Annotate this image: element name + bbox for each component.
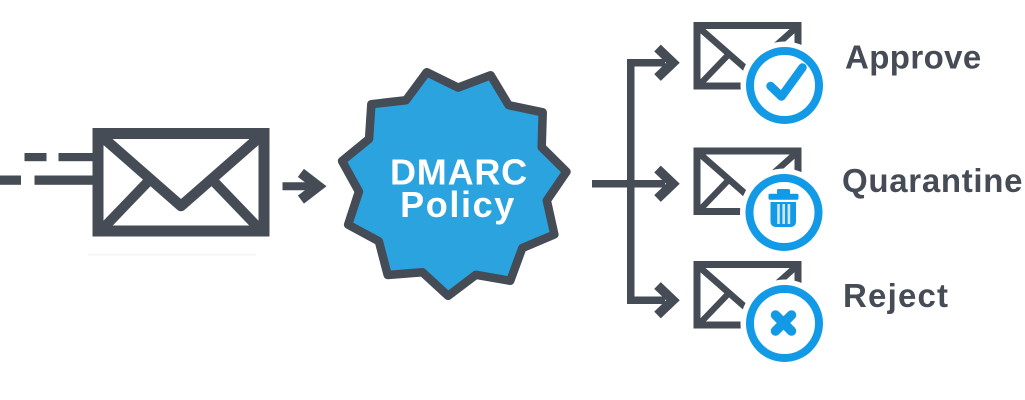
svg-text:Reject: Reject [843,277,949,314]
svg-text:Policy: Policy [400,184,516,225]
svg-text:Quarantine: Quarantine [842,162,1023,199]
svg-text:DMARC: DMARC [390,152,528,193]
svg-text:Approve: Approve [845,39,982,76]
